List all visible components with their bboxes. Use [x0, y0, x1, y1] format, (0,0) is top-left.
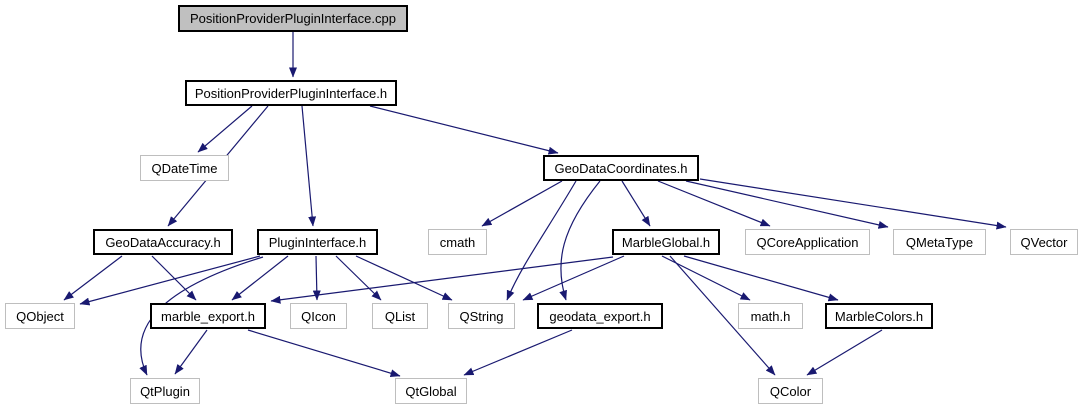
- edge-ppih-to-geodatacoordinates: [369, 105, 559, 155]
- edge-marbleglobal-to-marblecolors: [683, 255, 839, 302]
- node-qtplugin: QtPlugin: [130, 378, 200, 404]
- edge-marbleexport-to-qtglobal: [247, 329, 401, 378]
- node-marbleglobal-h[interactable]: MarbleGlobal.h: [612, 229, 720, 255]
- node-qlist: QList: [372, 303, 428, 329]
- edge-ppih-to-qdatetime: [197, 105, 253, 153]
- edge-plugininterface-to-qicon: [312, 255, 321, 301]
- node-geodatacoordinates-h[interactable]: GeoDataCoordinates.h: [543, 155, 699, 181]
- node-qcoreapplication: QCoreApplication: [745, 229, 870, 255]
- node-geodataaccuracy-h[interactable]: GeoDataAccuracy.h: [93, 229, 233, 255]
- edge-geodatacoordinates-to-geodataexport: [559, 180, 601, 301]
- node-qcolor: QColor: [758, 378, 823, 404]
- edge-geodataexport-to-qtglobal: [463, 329, 573, 376]
- node-math-h: math.h: [738, 303, 803, 329]
- edge-marbleexport-to-qtplugin: [174, 329, 208, 375]
- node-cmath: cmath: [428, 229, 487, 255]
- edge-geodatacoordinates-to-qstring: [506, 180, 577, 301]
- edge-plugininterface-to-qstring: [355, 255, 453, 301]
- edge-marbleglobal-to-qcolor: [669, 255, 776, 376]
- edge-marbleglobal-to-qstring: [522, 255, 625, 301]
- edge-marblecolors-to-qcolor: [806, 329, 883, 376]
- edge-ppih-to-plugininterface: [301, 105, 317, 227]
- node-qstring: QString: [448, 303, 515, 329]
- edge-plugininterface-to-qobject: [79, 255, 261, 306]
- node-geodata-export-h[interactable]: geodata_export.h: [537, 303, 663, 329]
- edge-geodatacoordinates-to-qmetatype: [685, 180, 889, 229]
- node-marble-export-h[interactable]: marble_export.h: [150, 303, 266, 329]
- node-plugininterface-h[interactable]: PluginInterface.h: [257, 229, 378, 255]
- edge-geodatacoordinates-to-qvector: [699, 178, 1007, 230]
- node-qdatetime: QDateTime: [140, 155, 229, 181]
- edge-plugininterface-to-qlist: [335, 255, 382, 301]
- node-qvector: QVector: [1010, 229, 1078, 255]
- node-positionproviderplugininterface-h[interactable]: PositionProviderPluginInterface.h: [185, 80, 397, 106]
- edge-geodataaccuracy-to-qobject: [63, 255, 123, 301]
- node-qmetatype: QMetaType: [893, 229, 986, 255]
- node-qicon: QIcon: [290, 303, 347, 329]
- edge-marbleglobal-to-marbleexport: [270, 256, 614, 304]
- node-positionproviderplugininterface-cpp: PositionProviderPluginInterface.cpp: [178, 5, 408, 32]
- node-marblecolors-h[interactable]: MarbleColors.h: [825, 303, 933, 329]
- edge-geodatacoordinates-to-qcoreapplication: [657, 180, 771, 227]
- node-qtglobal: QtGlobal: [395, 378, 467, 404]
- edge-geodatacoordinates-to-marbleglobal: [621, 180, 651, 227]
- edge-plugininterface-to-marbleexport: [231, 255, 289, 301]
- edge-geodatacoordinates-to-cmath: [481, 180, 563, 227]
- node-qobject: QObject: [5, 303, 75, 329]
- edge-geodataaccuracy-to-marbleexport: [151, 255, 197, 301]
